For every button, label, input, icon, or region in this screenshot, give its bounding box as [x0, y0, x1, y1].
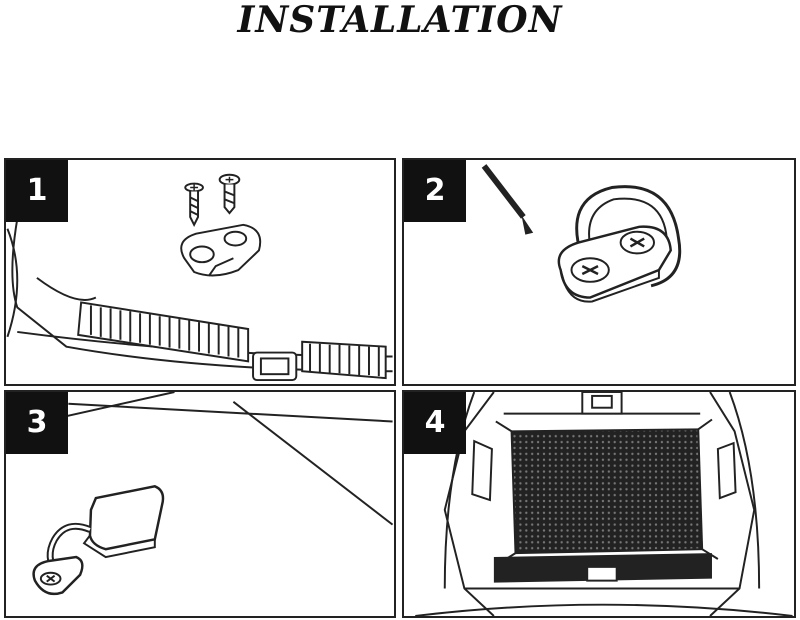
hook-attached-to-net-buckle-illustration	[7, 392, 394, 596]
step-3-number: 3	[6, 392, 68, 454]
installed-trunk-net-illustration	[415, 392, 793, 616]
step-1-number: 1	[6, 160, 68, 222]
step-1-panel: 1	[4, 158, 396, 386]
trunk-sill-with-screws-illustration	[6, 160, 393, 382]
step-4-panel: 4	[402, 390, 796, 618]
step-2-number: 2	[404, 160, 466, 222]
page-title: INSTALLATION	[237, 0, 563, 41]
step-3-panel: 3	[4, 390, 396, 618]
screwdriver-fastening-hook-illustration	[481, 164, 682, 303]
step-4-number: 4	[404, 392, 466, 454]
step-2-panel: 2	[402, 158, 796, 386]
